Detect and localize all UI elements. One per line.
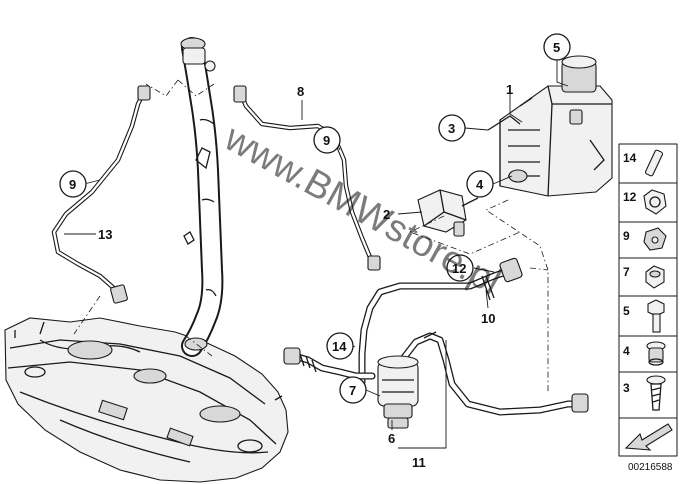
side-item-7: 7 — [623, 265, 630, 279]
callout-circle-14 — [326, 332, 354, 360]
callout-1: 1 — [506, 82, 513, 97]
callout-11: 11 — [412, 455, 426, 470]
side-panel: 14 12 9 7 5 4 3 — [618, 143, 678, 473]
callout-5: 5 — [553, 40, 560, 55]
callout-4: 4 — [476, 177, 484, 192]
callout-8: 8 — [297, 84, 304, 99]
callout-9a: 9 — [323, 133, 330, 148]
callout-9b: 9 — [69, 177, 76, 192]
side-item-12: 12 — [623, 190, 637, 204]
callout-circle-5 — [543, 33, 571, 61]
side-item-5: 5 — [623, 304, 630, 318]
callout-circle-7 — [339, 376, 367, 404]
side-item-9: 9 — [623, 229, 630, 243]
side-item-4: 4 — [623, 344, 630, 358]
callout-circle-9b — [59, 170, 87, 198]
callout-14: 14 — [332, 339, 347, 354]
diagram-id: 00216588 — [628, 462, 673, 473]
direction-arrow-icon — [624, 423, 673, 451]
purge-valve — [417, 189, 479, 237]
hose-14 — [283, 347, 376, 380]
leader-lines — [64, 60, 569, 449]
callout-circle-4 — [466, 170, 494, 198]
callout-13: 13 — [98, 227, 112, 242]
callout-2: 2 — [383, 207, 390, 222]
grommet-icon — [646, 341, 666, 366]
connector-lines — [73, 79, 549, 394]
charcoal-canister — [487, 55, 613, 197]
side-item-3: 3 — [623, 381, 630, 395]
callout-circle-9a — [313, 126, 341, 154]
leak-pump — [377, 355, 419, 429]
callout-3: 3 — [448, 121, 455, 136]
clip-icon — [643, 227, 667, 251]
tube-icon — [644, 149, 664, 177]
bolt-icon — [647, 299, 665, 333]
callout-7: 7 — [349, 383, 356, 398]
callout-circle-12 — [446, 254, 474, 282]
callout-12: 12 — [452, 261, 466, 276]
side-item-14: 14 — [623, 151, 637, 165]
callout-circle-3 — [438, 114, 466, 142]
hex-nut-icon — [645, 265, 665, 289]
callout-10: 10 — [481, 311, 495, 326]
hose-10-12 — [358, 257, 523, 386]
hose-clamp-icon — [643, 189, 667, 215]
fuel-tank — [4, 317, 289, 483]
filler-neck — [180, 37, 224, 357]
hose-11 — [398, 331, 589, 416]
callout-6: 6 — [388, 431, 395, 446]
vent-line-13 — [51, 85, 151, 304]
callouts: 1 5 3 4 2 8 9 9 13 12 10 14 7 6 11 — [59, 33, 571, 470]
screw-icon — [646, 375, 666, 411]
